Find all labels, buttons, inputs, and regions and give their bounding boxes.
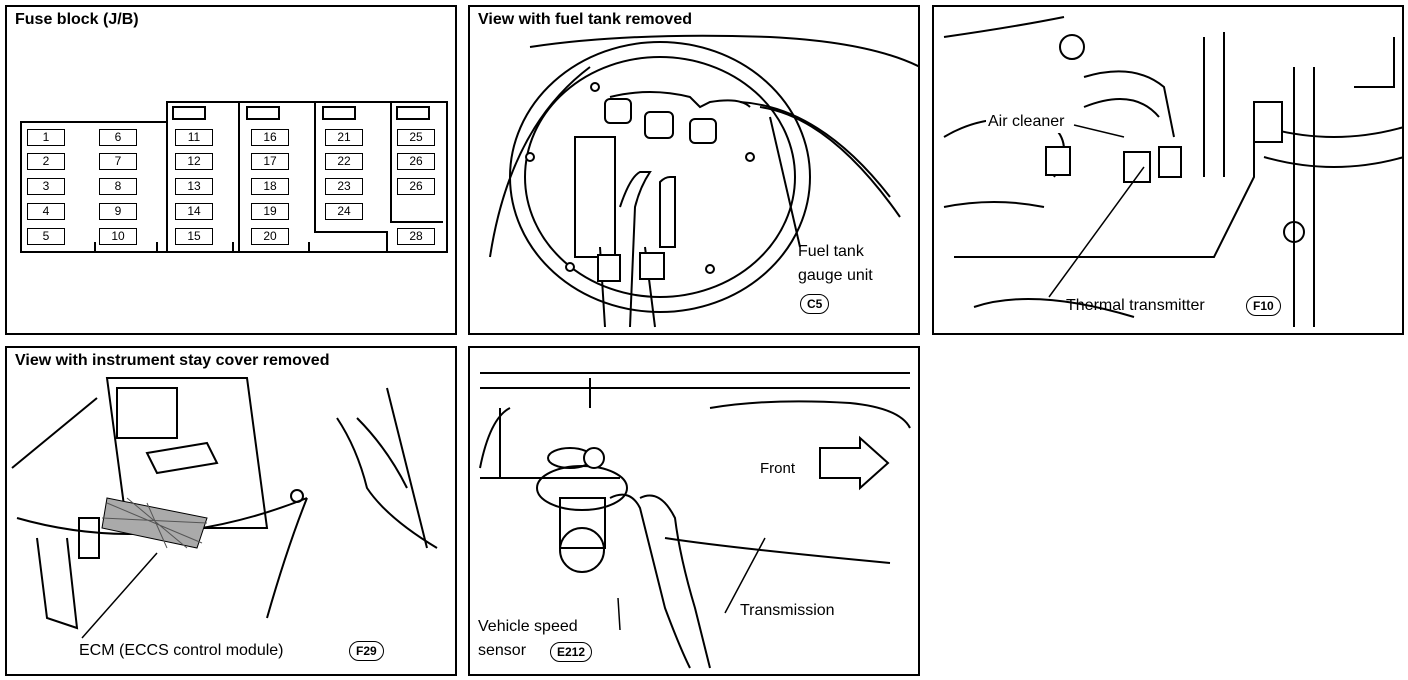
- fuse-18: 18: [251, 178, 289, 195]
- fuse-15: 15: [175, 228, 213, 245]
- air-cleaner-illustration: [943, 16, 1402, 327]
- connector-badge-e212: E212: [550, 642, 593, 662]
- vehicle-speed-sensor-label-line2: sensor: [478, 642, 527, 659]
- fuse-20: 20: [251, 228, 289, 245]
- fuse-8: 8: [99, 178, 137, 195]
- instrument-title: View with instrument stay cover removed: [15, 352, 333, 370]
- transmission-illustration: [479, 372, 911, 669]
- fuse-4: 4: [27, 203, 65, 220]
- fuse-16: 16: [251, 129, 289, 146]
- fuse-block-title: Fuse block (J/B): [15, 11, 139, 28]
- transmission-panel: Front Transmission Vehicle speed sensor …: [468, 346, 920, 676]
- fuse-10: 10: [99, 228, 137, 245]
- fuse-26: 26: [397, 153, 435, 170]
- fuse-24: 24: [325, 203, 363, 220]
- fuse-14: 14: [175, 203, 213, 220]
- fuel-tank-illustration: [489, 34, 918, 328]
- air-cleaner-panel: Air cleaner Thermal transmitter F10: [932, 5, 1404, 335]
- connector-badge-f10: F10: [1246, 296, 1281, 316]
- fuel-tank-panel: View with fuel tank removed Fuel tank ga…: [468, 5, 920, 335]
- fuse-28: 28: [397, 228, 435, 245]
- fuse-21: 21: [325, 129, 363, 146]
- connector-badge-f29: F29: [349, 641, 384, 661]
- vehicle-speed-sensor-label-line1: Vehicle speed: [478, 618, 578, 635]
- fuel-tank-title: View with fuel tank removed: [478, 11, 692, 28]
- fuse-11: 11: [175, 129, 213, 146]
- connector-badge-c5: C5: [800, 294, 830, 314]
- air-cleaner-label: Air cleaner: [986, 111, 1067, 133]
- fuse-9: 9: [99, 203, 137, 220]
- fuse-25: 25: [397, 129, 435, 146]
- thermal-transmitter-label: Thermal transmitter: [1066, 297, 1205, 314]
- fuse-block-outline: [20, 101, 448, 253]
- fuse-2: 2: [27, 153, 65, 170]
- fuse-7: 7: [99, 153, 137, 170]
- fuse-13: 13: [175, 178, 213, 195]
- fuse-19: 19: [251, 203, 289, 220]
- fuse-17: 17: [251, 153, 289, 170]
- ecm-label: ECM (ECCS control module): [79, 642, 284, 659]
- fuse-27: 26: [397, 178, 435, 195]
- fuse-6: 6: [99, 129, 137, 146]
- instrument-illustration: [11, 377, 438, 639]
- fuse-12: 12: [175, 153, 213, 170]
- fuse-22: 22: [325, 153, 363, 170]
- transmission-label: Transmission: [740, 602, 835, 619]
- fuse-5: 5: [27, 228, 65, 245]
- fuse-1: 1: [27, 129, 65, 146]
- instrument-panel: View with instrument stay cover removed …: [5, 346, 457, 676]
- fuel-tank-label-line1: Fuel tank: [798, 243, 864, 260]
- fuel-tank-label-line2: gauge unit: [798, 267, 873, 284]
- fuse-23: 23: [325, 178, 363, 195]
- fuse-3: 3: [27, 178, 65, 195]
- front-label: Front: [760, 460, 796, 477]
